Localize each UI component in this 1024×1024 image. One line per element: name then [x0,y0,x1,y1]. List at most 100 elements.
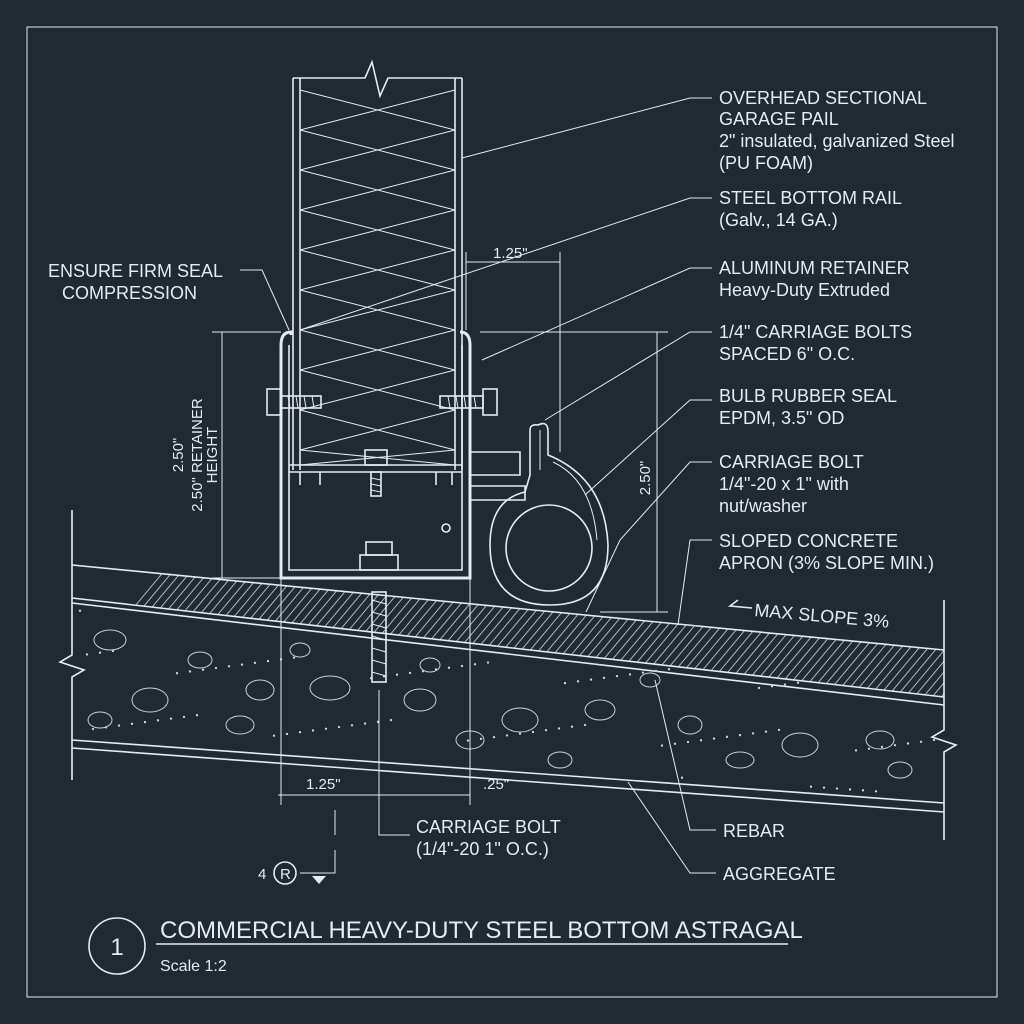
hatch-line [949,540,1024,720]
aggregate-speck [156,719,160,722]
hatch-line [300,565,452,697]
title-number: 1 [110,934,123,961]
aggregate-stone [245,679,275,701]
panel-break-line [293,59,462,99]
callout-aggregate: AGGREGATE [723,864,836,884]
aggregate-speck [421,670,425,673]
hatch-line [426,565,578,697]
hatch-line [534,565,686,697]
aggregate-speck [615,674,619,678]
aggregate-speck [253,661,257,665]
hatch-line [958,540,1024,720]
aggregate-speck [544,729,548,732]
hatch-line [994,540,1024,720]
hatch-line [381,565,533,697]
hatch-line [210,565,362,697]
aggregate-speck [809,785,813,788]
aggregate-speck [473,663,477,666]
callout-bottom-bolt: CARRIAGE BOLT (1/4"-20 1" O.C.) [416,817,565,859]
aggregate-speck [285,732,289,736]
callout-steel-bottom-rail: STEEL BOTTOM RAIL (Galv., 14 GA.) [719,188,906,230]
max-slope-note: MAX SLOPE 3% [754,600,890,632]
aggregate-speck [932,738,936,742]
aggregate-speck [654,669,658,673]
aggregate-speck [589,678,593,681]
aggregate-speck [266,659,270,663]
hatch-line [372,565,524,697]
note-firm-seal: ENSURE FIRM SEAL COMPRESSION [48,261,227,303]
dim-right-height: 2.50" [637,461,654,496]
aggregate-stone [403,688,437,712]
aggregate-stone [887,761,913,779]
hatch-line [264,565,416,697]
aggregate-speck [893,744,897,747]
aggregate-stone [501,707,539,733]
callout-rebar: REBAR [723,821,785,841]
seal-bracket [470,451,526,501]
aggregate-speck [214,666,218,670]
hatch-line [543,565,695,697]
hatch-line [201,565,353,697]
hatch-line [453,565,605,697]
aggregate-speck [292,656,296,659]
hatch-line [318,565,470,697]
callout-carriage-bolt: CARRIAGE BOLT 1/4"-20 x 1" with nut/wash… [719,452,868,516]
hatch-line [939,565,944,697]
aggregate-speck [725,735,729,739]
aggregate-speck [751,732,755,735]
callout-garage-panel: OVERHEAD SECTIONAL GARAGE PAIL 2" insula… [719,88,960,173]
callout-bulb-seal: BULB RUBBER SEAL EPDM, 3.5" OD [719,386,901,428]
aggregate-speck [175,672,179,675]
insulation-pattern [299,89,456,466]
aggregate-speck [770,685,774,688]
aggregate-speck [227,665,231,668]
aggregate-speck [408,671,412,675]
aggregate-stone [547,751,573,769]
aggregate-speck [91,727,95,731]
aggregate-speck [906,742,910,745]
aggregate-speck [919,740,923,743]
aggregate-speck [479,737,483,741]
aggregate-stone [187,651,213,669]
aggregate-speck [667,668,671,671]
aggregate-speck [201,668,205,671]
hatch-line [354,565,506,697]
aggregate-speck [861,789,865,792]
hatch-line [156,565,308,697]
aggregate-speck [686,740,690,744]
aggregate-speck [195,713,199,717]
aggregate-speck [874,790,878,793]
aggregate-speck [363,722,367,725]
left-carriage-bolt [266,388,322,416]
hatch-line [237,565,389,697]
aggregate-speck [576,680,580,683]
aggregate-speck [712,737,716,740]
aggregate-speck [822,786,826,789]
aggregate-speck [182,715,186,719]
left-break-line [58,510,86,780]
aggregate-speck [777,728,781,732]
aggregate-stone [131,687,169,713]
aggregate-stone [419,657,441,673]
section-marker-number: 4 [258,866,266,883]
aggregate-speck [867,747,871,750]
hatch-line [894,565,944,697]
section-arrow-icon [312,876,326,884]
aggregate-speck [531,730,535,734]
callout-aluminum-retainer: ALUMINUM RETAINER Heavy-Duty Extruded [719,258,915,300]
hatch-line [147,565,299,697]
aggregate-speck [395,673,399,676]
dim-bottom-width: 1.25" [306,776,341,793]
aggregate-speck [557,727,561,730]
aggregate-speck [434,668,438,671]
right-break-line [930,600,958,840]
hatch-line [480,565,632,697]
aggregate-stone [584,699,616,721]
hatch-line [976,540,1024,720]
aggregate-stone [725,751,755,769]
aggregate-speck [518,732,522,735]
aggregate-speck [583,723,587,727]
hatch-line [516,565,668,697]
rail-bolt [364,449,451,533]
